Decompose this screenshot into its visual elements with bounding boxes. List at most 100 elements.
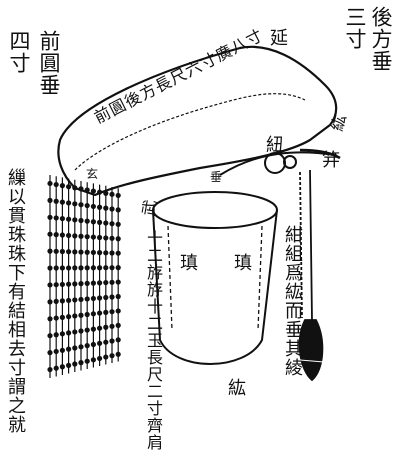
bead [53, 215, 59, 221]
bead [84, 249, 90, 255]
bead [84, 280, 90, 286]
bead [84, 187, 90, 193]
bead [97, 355, 103, 362]
bead [90, 203, 96, 210]
bead [47, 350, 53, 356]
bead [109, 265, 115, 271]
bead [115, 279, 121, 285]
bead [97, 234, 103, 241]
bead [47, 231, 53, 237]
bead [72, 345, 78, 351]
bead [59, 183, 65, 189]
bead [53, 298, 59, 304]
bead [90, 295, 96, 302]
label-tian: 瑱 [180, 253, 198, 274]
label-wu: 武 [138, 198, 161, 218]
bead [97, 219, 103, 225]
label-si-cun: 四寸 [7, 30, 31, 74]
bead [59, 232, 65, 238]
bead [47, 333, 53, 339]
bead [103, 235, 109, 241]
bead [84, 358, 90, 364]
bead [84, 234, 90, 240]
bead [97, 265, 103, 271]
bead [109, 191, 115, 197]
note-right: 紺組爲紘而垂其綾 [282, 225, 303, 377]
bead [53, 348, 59, 355]
bead [109, 206, 115, 212]
bead [72, 201, 78, 207]
bead [78, 360, 84, 366]
bead [84, 311, 90, 318]
bead [78, 186, 84, 192]
bead [109, 250, 115, 256]
bead [78, 328, 84, 334]
bead [72, 329, 78, 335]
bead [115, 337, 121, 343]
bead [90, 326, 96, 332]
bead [103, 339, 109, 345]
bead [115, 236, 121, 242]
bead [109, 279, 115, 285]
side-cord [298, 169, 325, 382]
bead [115, 221, 121, 227]
bead [47, 214, 53, 220]
crown-body [152, 191, 278, 365]
bead [78, 296, 84, 303]
label-ji: 笄 [322, 150, 340, 171]
bead [59, 265, 65, 271]
bead [47, 282, 53, 288]
bead [90, 311, 96, 317]
bead [66, 314, 72, 320]
bead [47, 316, 53, 322]
note-middle: 十二斿斿十二玉長尺二寸齊肩 [144, 230, 163, 451]
bead [90, 341, 96, 348]
bead [78, 249, 84, 255]
bead [53, 181, 59, 188]
bead [97, 250, 103, 256]
bead [115, 322, 121, 328]
bead [66, 346, 72, 352]
bead [59, 215, 65, 222]
bead [103, 250, 109, 256]
bead [66, 200, 72, 206]
bead [47, 265, 53, 271]
bead [78, 202, 84, 208]
bead [59, 248, 65, 255]
bead [53, 265, 59, 271]
bead [109, 338, 115, 344]
label-shui: 垂 [210, 170, 223, 184]
bead [59, 298, 65, 304]
bead [72, 233, 78, 239]
bead [90, 234, 96, 240]
bead [115, 250, 121, 256]
bead [66, 281, 72, 287]
bead [103, 279, 109, 286]
bead [90, 357, 96, 363]
bead [78, 265, 84, 271]
label-san-cun: 三寸 [343, 6, 367, 50]
bead [72, 281, 78, 287]
knob-and-pin [219, 148, 341, 176]
bead [84, 327, 90, 333]
bead [47, 197, 53, 203]
bead [109, 323, 115, 329]
bead [47, 248, 53, 254]
bead [47, 299, 53, 305]
note-left: 繅以貫珠珠下有結相去寸謂之就 [5, 168, 26, 434]
bead [78, 312, 84, 318]
bead [72, 185, 78, 191]
bead [53, 365, 59, 371]
bead [66, 216, 72, 222]
label-qian-yuan-chui: 前圓垂 [37, 30, 61, 96]
bead [72, 265, 78, 271]
bead [59, 347, 65, 353]
bead [47, 180, 53, 187]
bead [66, 330, 72, 336]
bead [115, 265, 121, 271]
bead [90, 265, 96, 271]
bead [103, 265, 109, 271]
bead [90, 219, 96, 225]
bead [115, 192, 121, 199]
